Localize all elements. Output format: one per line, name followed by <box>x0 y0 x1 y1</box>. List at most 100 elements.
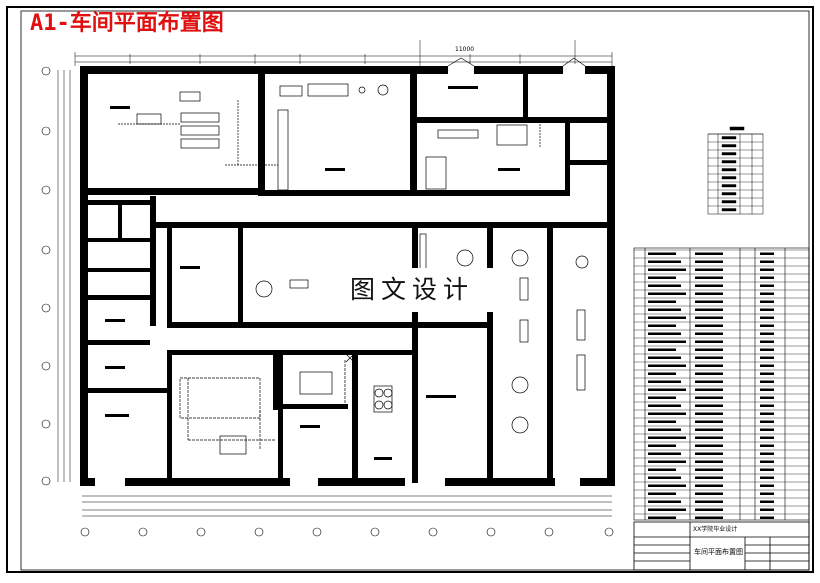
schedule-row-mark <box>648 356 681 359</box>
schedule-row-mark <box>648 292 686 295</box>
schedule-row-mark <box>695 452 723 455</box>
title-block-drawing-name: 车间平面布置图 <box>694 548 743 556</box>
schedule-row-mark <box>695 252 723 255</box>
schedule-row-mark <box>695 332 723 335</box>
schedule-row-mark <box>695 476 723 479</box>
schedule-row-mark <box>648 444 676 447</box>
schedule-row-mark <box>648 308 681 311</box>
schedule-row-mark <box>648 340 686 343</box>
watermark-text: 图文设计 <box>318 268 506 312</box>
schedule-row-mark <box>695 324 723 327</box>
schedule-row-mark <box>760 300 774 303</box>
schedule-row-mark <box>648 436 686 439</box>
schedule-row-mark <box>648 412 686 415</box>
schedule-row-mark <box>760 268 774 271</box>
schedule-row-mark <box>760 420 774 423</box>
legend-row-mark <box>721 184 737 188</box>
legend-row-mark <box>721 136 737 140</box>
schedule-row-mark <box>695 412 723 415</box>
legend-row-mark <box>721 192 737 196</box>
schedule-row-mark <box>760 340 774 343</box>
equipment-top-right <box>358 84 541 190</box>
schedule-row-mark <box>695 436 723 439</box>
schedule-row-mark <box>695 484 723 487</box>
schedule-row-mark <box>648 260 681 263</box>
schedule-row-mark <box>695 428 723 431</box>
schedule-row-mark <box>648 428 681 431</box>
schedule-row-mark <box>760 308 774 311</box>
schedule-row-mark <box>760 500 774 503</box>
schedule-row-mark <box>760 364 774 367</box>
schedule-row-mark <box>760 468 774 471</box>
schedule-row-mark <box>648 500 681 503</box>
schedule-row-mark <box>760 516 774 519</box>
schedule-row-mark <box>695 356 723 359</box>
schedule-row-mark <box>760 332 774 335</box>
schedule-row-mark <box>648 476 681 479</box>
legend-row-mark <box>721 208 737 212</box>
schedule-rows <box>634 249 809 519</box>
schedule-row-mark <box>760 292 774 295</box>
schedule-row-mark <box>760 444 774 447</box>
sheet-title: A1-车间平面布置图 <box>30 11 224 36</box>
title-block <box>633 521 810 571</box>
title-block-school: XX学院毕业设计 <box>693 526 738 533</box>
schedule-row-mark <box>695 460 723 463</box>
door-arcs <box>447 57 586 67</box>
schedule-row-mark <box>760 324 774 327</box>
schedule-row-mark <box>695 268 723 271</box>
schedule-row-mark <box>760 388 774 391</box>
schedule-row-mark <box>760 356 774 359</box>
schedule-row-mark <box>695 300 723 303</box>
equipment-top-left <box>118 83 349 191</box>
schedule-row-mark <box>695 348 723 351</box>
schedule-row-mark <box>648 452 681 455</box>
schedule-row-mark <box>695 508 723 511</box>
schedule-row-mark <box>760 412 774 415</box>
schedule-row-mark <box>695 404 723 407</box>
schedule-row-mark <box>648 364 686 367</box>
equipment-lower <box>179 353 393 455</box>
legend-row-mark <box>721 168 737 172</box>
legend-row-mark <box>721 176 737 180</box>
legend-row-mark <box>721 152 737 156</box>
schedule-row-mark <box>760 316 774 319</box>
schedule-row-mark <box>648 372 676 375</box>
schedule-row-mark <box>648 460 686 463</box>
schedule-row-mark <box>695 316 723 319</box>
room-labels <box>105 86 520 460</box>
legend-row-mark <box>721 200 737 204</box>
equipment-center <box>255 233 589 434</box>
schedule-row-mark <box>695 308 723 311</box>
schedule-row-mark <box>648 324 676 327</box>
schedule-row-mark <box>648 420 676 423</box>
legend-row-mark <box>721 160 737 164</box>
schedule-row-mark <box>760 372 774 375</box>
schedule-row-mark <box>648 316 686 319</box>
schedule-row-mark <box>695 492 723 495</box>
schedule-row-mark <box>648 492 676 495</box>
schedule-row-mark <box>695 388 723 391</box>
schedule-row-mark <box>760 404 774 407</box>
bottom-dimensions <box>82 495 612 517</box>
schedule-row-mark <box>648 300 676 303</box>
schedule-row-mark <box>648 404 681 407</box>
equipment-schedule <box>633 247 810 521</box>
schedule-row-mark <box>648 348 676 351</box>
legend-row-mark <box>721 144 737 148</box>
column-axis-bubbles <box>80 527 614 537</box>
schedule-row-mark <box>760 396 774 399</box>
schedule-row-mark <box>648 276 676 279</box>
exterior-walls <box>80 66 615 486</box>
schedule-row-mark <box>760 484 774 487</box>
schedule-row-mark <box>760 284 774 287</box>
schedule-row-mark <box>648 284 681 287</box>
schedule-row-mark <box>648 380 681 383</box>
schedule-row-mark <box>695 468 723 471</box>
schedule-row-mark <box>760 508 774 511</box>
schedule-row-mark <box>648 332 681 335</box>
schedule-row-mark <box>695 276 723 279</box>
schedule-row-mark <box>695 284 723 287</box>
legend-rows <box>708 133 763 212</box>
